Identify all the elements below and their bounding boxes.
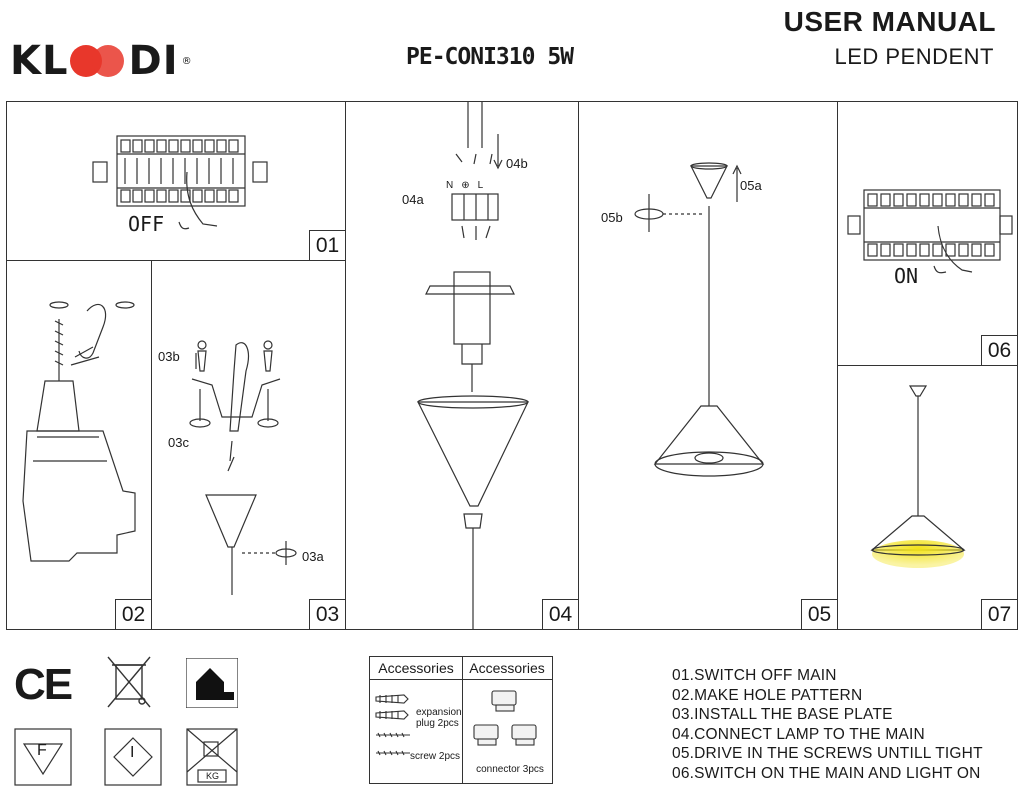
panel-number: 02 — [115, 599, 151, 629]
panel-number: 04 — [542, 599, 578, 629]
step-item: 06.SWITCH ON THE MAIN AND LIGHT ON — [672, 764, 981, 782]
accessories-header-1: Accessories — [370, 657, 463, 680]
terminal-block-on-illustration — [847, 189, 1013, 274]
callout-05b: 05b — [601, 210, 623, 225]
base-plate-illustration — [189, 340, 297, 595]
panel-number: 01 — [309, 230, 345, 260]
weight-limit-label: KG — [206, 771, 220, 781]
light-glow — [872, 540, 964, 568]
panel-number: 07 — [981, 599, 1017, 629]
panel-number: 06 — [981, 335, 1017, 365]
brand-logo: KL DI ® — [10, 38, 193, 84]
fire-rating-icon — [14, 728, 72, 786]
panel-03: 03b 03c 03a 03 — [151, 260, 346, 630]
instruction-steps: 01.SWITCH OFF MAIN 02.MAKE HOLE PATTERN … — [672, 666, 983, 783]
on-label: ON — [894, 264, 919, 288]
panel-02: 02 — [6, 260, 152, 630]
fire-rating-letter: F — [37, 742, 47, 759]
panel-06: ON 06 — [837, 101, 1018, 366]
expansion-plug-label: expansion plug 2pcs — [416, 707, 462, 729]
weee-bin-icon — [107, 656, 151, 708]
accessories-header-2: Accessories — [462, 657, 552, 680]
plug-and-screw-icon — [375, 694, 410, 756]
brand-suffix: DI — [128, 38, 179, 84]
connector-label: connector 3pcs — [476, 764, 544, 775]
connector-icon — [473, 690, 537, 746]
class-rating-letter: I — [130, 744, 135, 761]
indoor-use-icon — [186, 658, 238, 708]
panel-number: 05 — [801, 599, 837, 629]
panel-05: 05a 05b 05 — [578, 101, 838, 630]
manual-subtitle: LED PENDENT — [834, 44, 994, 69]
panel-07: 07 — [837, 365, 1018, 630]
callout-05a: 05a — [740, 178, 762, 193]
callout-03a: 03a — [302, 549, 324, 564]
step-item: 04.CONNECT LAMP TO THE MAIN — [672, 725, 925, 743]
panel-01: OFF 01 — [6, 101, 346, 261]
registered-mark: ® — [181, 55, 193, 67]
step-item: 05.DRIVE IN THE SCREWS UNTILL TIGHT — [672, 745, 983, 762]
step-item: 02.MAKE HOLE PATTERN — [672, 686, 863, 704]
logo-circles-icon — [70, 41, 126, 81]
panel-number: 03 — [309, 599, 345, 629]
lit-pendant-illustration — [870, 385, 966, 568]
class-rating-icon — [104, 728, 162, 786]
callout-04b: 04b — [506, 156, 528, 171]
brand-prefix: KL — [10, 38, 69, 84]
accessories-table: Accessories Accessories expansion plug 2… — [369, 656, 553, 784]
panel-04: N⊕L 04a 04b 04 — [345, 101, 579, 630]
weight-limit-icon — [186, 728, 238, 786]
callout-03c: 03c — [168, 435, 189, 450]
model-name: PE-CONI310 5W — [406, 44, 574, 70]
ce-mark-icon: CE — [14, 660, 73, 709]
callout-03b: 03b — [158, 349, 180, 364]
step-item: 01.SWITCH OFF MAIN — [672, 667, 837, 684]
terminal-block-off-illustration — [92, 135, 268, 230]
drill-illustration — [22, 301, 136, 562]
connect-lamp-illustration — [417, 102, 529, 629]
pendant-tightening-illustration — [634, 162, 765, 477]
screw-label: screw 2pcs — [410, 751, 461, 762]
manual-title: USER MANUAL — [783, 6, 996, 37]
callout-04a: 04a — [402, 192, 424, 207]
off-label: OFF — [128, 212, 165, 236]
terminal-labels: N⊕L — [446, 180, 492, 191]
step-item: 03.INSTALL THE BASE PLATE — [672, 706, 893, 723]
